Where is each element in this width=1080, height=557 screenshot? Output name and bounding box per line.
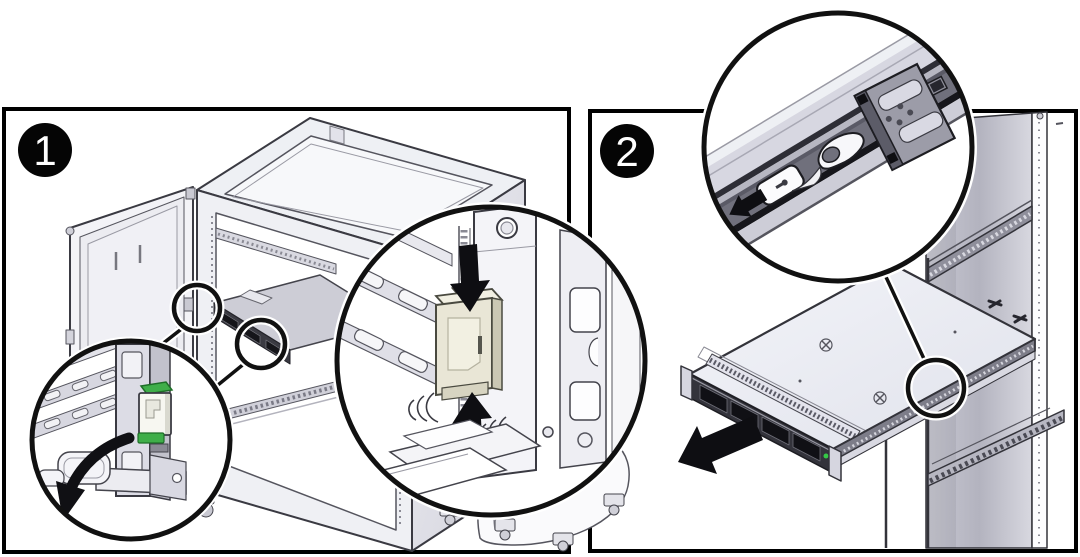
pull-out-direction-arrow <box>678 416 763 474</box>
highlight-circle-upper <box>169 280 225 336</box>
door-hinge-icon <box>65 226 75 236</box>
rear-clip-icon <box>987 299 1028 324</box>
server-right-ear <box>828 445 842 482</box>
callout-anti-tilt-latch <box>27 336 235 544</box>
step-2-badge: 2 <box>600 124 654 178</box>
slide-left-arrow <box>729 188 768 217</box>
leader-line-panel2 <box>882 275 929 363</box>
green-release-tab <box>139 381 174 395</box>
server-left-ear <box>680 365 693 401</box>
rack-post <box>1031 111 1064 549</box>
press-down-arrow <box>450 244 490 312</box>
server-front-bays <box>689 373 834 474</box>
shelf-rails-background <box>339 209 453 393</box>
step-1-badge: 1 <box>18 123 72 177</box>
callout-mounting-clip <box>332 202 650 520</box>
anti-tilt-latch <box>137 381 174 453</box>
rail-bracket <box>853 62 957 172</box>
green-lower-strip <box>137 432 165 444</box>
door-vent-slits <box>114 245 142 270</box>
highlight-circle-lower <box>232 315 290 373</box>
highlight-circle-rail <box>903 355 969 421</box>
step-2-badge-label: 2 <box>615 128 638 175</box>
fan-icon <box>819 338 833 352</box>
fan-icon <box>873 391 887 405</box>
detent-lever <box>791 131 865 192</box>
server-top-vent <box>697 346 873 445</box>
step-1-badge-label: 1 <box>33 127 56 174</box>
server-chassis <box>680 262 1037 482</box>
rack-top-window <box>224 135 493 239</box>
power-led <box>823 453 829 459</box>
slide-rail-closeup <box>706 15 970 263</box>
callout-slide-rail-release <box>699 8 977 286</box>
door-latch-icon <box>65 329 75 345</box>
server-removal-illustration <box>678 111 1065 549</box>
lower-extended-rail <box>927 407 1065 487</box>
